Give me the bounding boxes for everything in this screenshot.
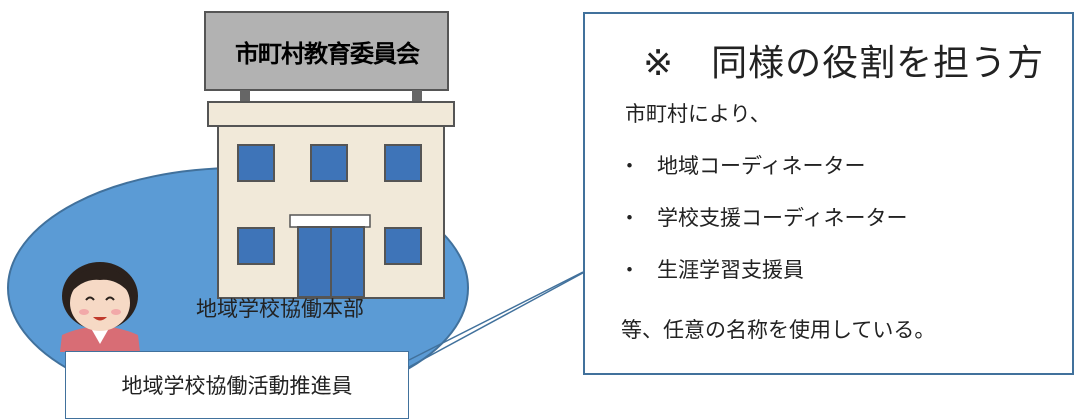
callout-box: ※ 同様の役割を担う方 市町村により、 ・ 地域コーディネーター ・ 学校支援コ… <box>583 12 1074 375</box>
callout-outro: 等、任意の名称を使用している。 <box>621 318 936 342</box>
list-item-label: 生涯学習支援員 <box>657 258 804 282</box>
list-item-label: 学校支援コーディネーター <box>657 206 908 230</box>
bullet-icon: ・ <box>619 206 640 230</box>
connector-line <box>408 271 584 361</box>
callout-intro: 市町村により、 <box>625 102 771 126</box>
building-sign: 市町村教育委員会 <box>235 40 420 68</box>
person-icon <box>60 262 140 352</box>
region-label: 地域学校協働本部 <box>196 297 364 321</box>
staff-label-box: 地域学校協働活動推進員 <box>65 351 409 419</box>
bullet-icon: ・ <box>619 258 640 282</box>
list-item-label: 地域コーディネーター <box>657 154 866 178</box>
staff-label: 地域学校協働活動推進員 <box>121 374 353 398</box>
building-icon <box>204 11 455 299</box>
bullet-icon: ・ <box>619 154 640 178</box>
connector-line <box>408 267 593 368</box>
callout-heading: ※ 同様の役割を担う方 <box>643 43 1045 84</box>
